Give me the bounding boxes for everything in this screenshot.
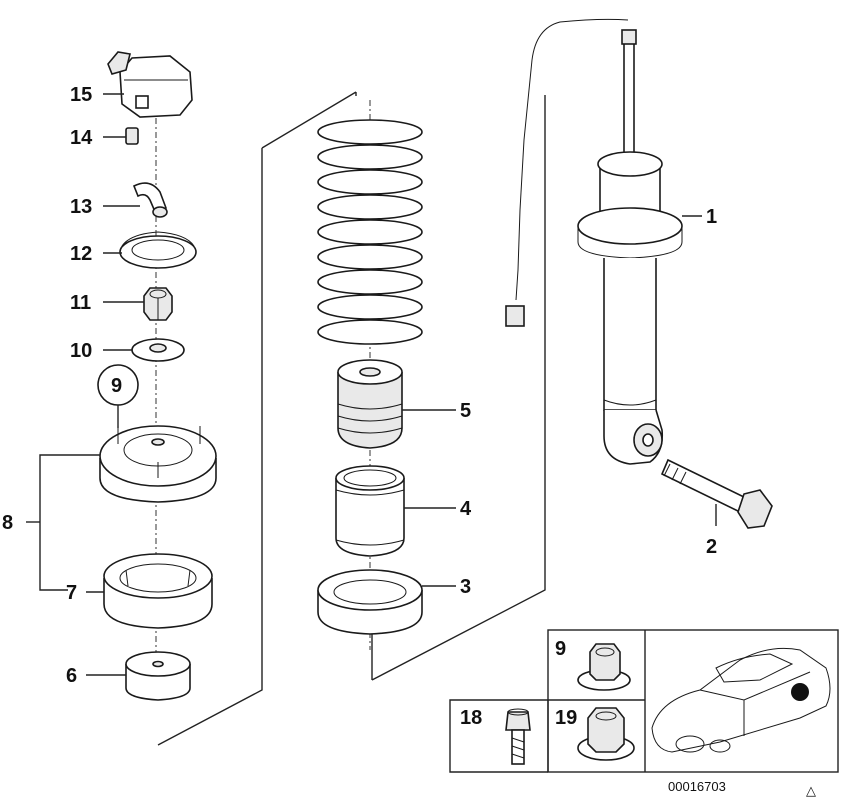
inset-panel [449, 629, 839, 773]
part-13-elbow [132, 182, 168, 218]
callout-15: 15 [70, 84, 92, 106]
exploded-frame [157, 91, 546, 746]
callout-5: 5 [460, 400, 471, 422]
callout-8: 8 [2, 512, 13, 534]
callout-1: 1 [706, 206, 717, 228]
location-marker-icon [791, 683, 809, 701]
part-6-bump-stop [125, 651, 191, 701]
callout-10: 10 [70, 340, 92, 362]
inset-part-19-nut [577, 707, 635, 761]
part-12-ring [119, 231, 197, 269]
callout-2: 2 [706, 536, 717, 558]
car-location-sketch [651, 647, 831, 753]
part-1-shock-absorber [505, 18, 683, 465]
callout-6: 6 [66, 665, 77, 687]
part-2-bolt [660, 458, 773, 529]
callout-14: 14 [70, 127, 93, 149]
corner-mark-icon: △ [806, 783, 816, 798]
part-15-cap [107, 51, 193, 118]
part-4-sleeve [335, 465, 405, 557]
callout-13: 13 [70, 196, 92, 218]
part-3-spring-pad [317, 569, 423, 635]
reference-code: 00016703 [668, 779, 726, 794]
inset-part-18-bolt [505, 708, 531, 765]
callout-3: 3 [460, 576, 471, 598]
callout-11: 11 [70, 292, 91, 314]
part-8-top-mount [99, 425, 217, 503]
part-11-nut [143, 287, 173, 321]
part-7-spacer [103, 553, 213, 629]
callout-7: 7 [66, 582, 77, 604]
part-5-bump-stop [337, 359, 403, 449]
bracket-8 [39, 454, 100, 591]
part-10-washer [131, 338, 185, 362]
callout-4: 4 [460, 498, 472, 520]
callout-9: 9 [111, 375, 122, 397]
part-14-clip [125, 127, 139, 145]
inset-callout-9: 9 [555, 638, 566, 660]
coil-spring [317, 119, 423, 345]
inset-part-9-flange-nut [577, 643, 631, 691]
inset-callout-19: 19 [555, 707, 577, 729]
callout-12: 12 [70, 243, 92, 265]
inset-callout-18: 18 [460, 707, 482, 729]
